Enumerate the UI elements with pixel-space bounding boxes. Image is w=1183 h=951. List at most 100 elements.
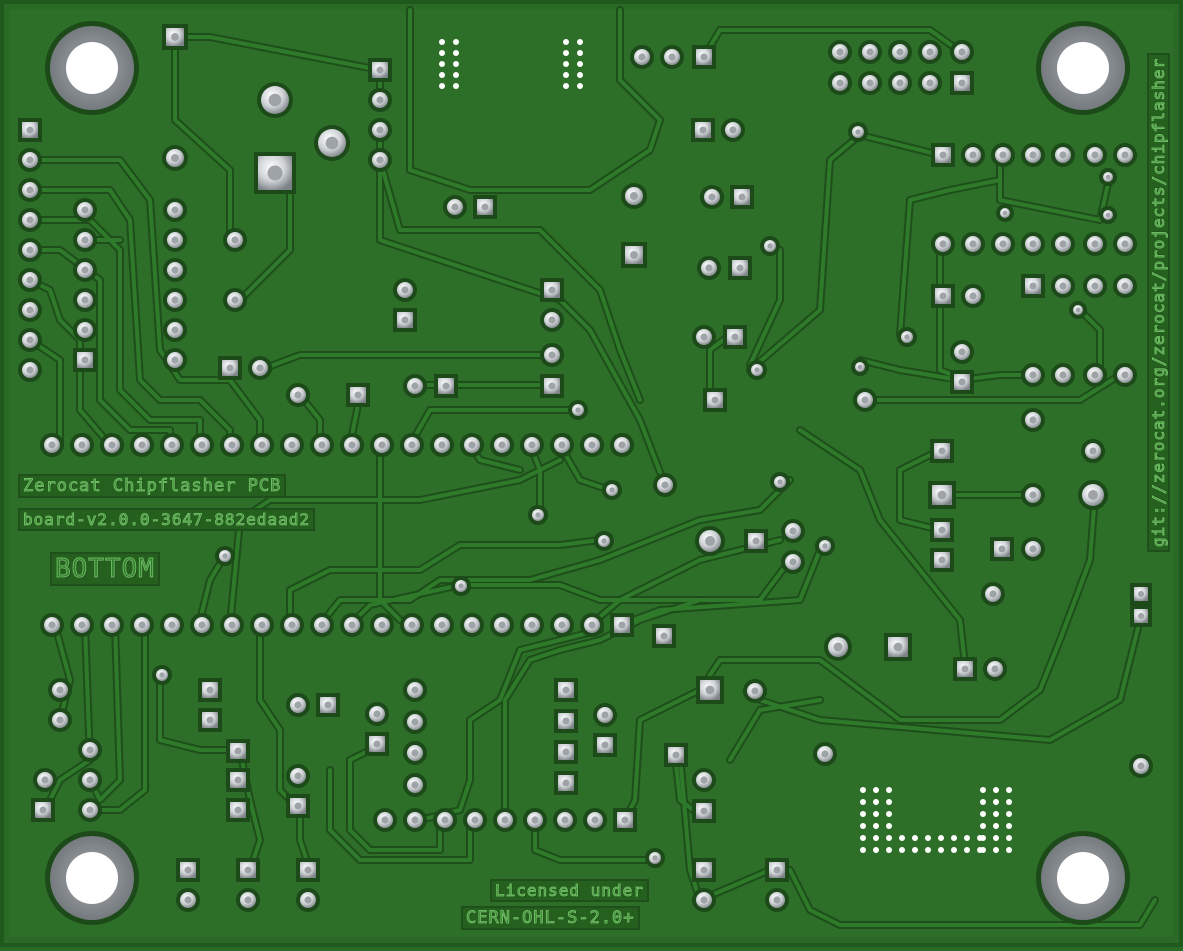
drill-hole	[348, 621, 356, 629]
drill-hole	[171, 33, 179, 41]
drill-hole	[601, 711, 609, 719]
trace	[173, 35, 232, 242]
trace	[698, 493, 1097, 722]
drill-hole	[56, 686, 64, 694]
drill-hole	[401, 316, 409, 324]
drill-hole	[754, 367, 760, 373]
drill-hole	[561, 816, 569, 824]
drill-hole	[1105, 174, 1111, 180]
via	[577, 39, 583, 45]
mount-hole	[1057, 42, 1109, 94]
drill-hole	[1059, 240, 1067, 248]
drill-hole	[926, 48, 934, 56]
drill-hole	[171, 236, 179, 244]
drill-hole	[159, 672, 165, 678]
drill-hole	[267, 165, 283, 181]
license-line1: Licensed under	[490, 879, 649, 902]
trace	[588, 538, 782, 627]
via	[563, 72, 569, 78]
drill-hole	[294, 802, 302, 810]
drill-hole	[618, 621, 626, 629]
drill-hole	[348, 441, 356, 449]
drill-hole	[668, 53, 676, 61]
via	[873, 847, 879, 853]
drill-hole	[1029, 282, 1037, 290]
drill-hole	[468, 441, 476, 449]
drill-hole	[861, 396, 869, 404]
trace	[408, 408, 582, 447]
drill-hole	[26, 246, 34, 254]
drill-hole	[548, 351, 556, 359]
via	[453, 83, 459, 89]
mounting-holes	[45, 21, 1130, 925]
drill-hole	[999, 240, 1007, 248]
drill-hole	[1059, 151, 1067, 159]
drill-hole	[1029, 545, 1037, 553]
drill-hole	[206, 686, 214, 694]
drill-hole	[401, 286, 409, 294]
drill-hole	[26, 156, 34, 164]
drill-hole	[438, 621, 446, 629]
drill-hole	[938, 526, 946, 534]
drill-hole	[294, 391, 302, 399]
drill-hole	[1091, 371, 1099, 379]
via	[860, 823, 866, 829]
drill-hole	[938, 447, 946, 455]
via	[453, 50, 459, 56]
drill-hole	[354, 391, 362, 399]
drill-hole	[41, 776, 49, 784]
drill-hole	[378, 621, 386, 629]
drill-hole	[562, 779, 570, 787]
drill-hole	[498, 441, 506, 449]
drill-hole	[731, 333, 739, 341]
drill-hole	[926, 79, 934, 87]
via	[563, 61, 569, 67]
drill-hole	[442, 382, 450, 390]
trace	[703, 28, 967, 57]
via	[912, 847, 918, 853]
drill-hole	[558, 441, 566, 449]
drill-hole	[198, 621, 206, 629]
trace	[43, 623, 92, 812]
drill-hole	[896, 79, 904, 87]
drill-hole	[256, 364, 264, 372]
trace	[898, 448, 942, 532]
trace	[858, 373, 1122, 402]
drill-hole	[1029, 151, 1037, 159]
drill-hole	[601, 538, 607, 544]
drill-hole	[904, 334, 910, 340]
drill-hole	[700, 896, 708, 904]
drill-hole	[629, 191, 639, 201]
via	[873, 787, 879, 793]
drill-hole	[588, 441, 596, 449]
drill-hole	[729, 126, 737, 134]
drill-hole	[618, 441, 626, 449]
via	[1006, 835, 1012, 841]
drill-hole	[705, 685, 715, 695]
board-side-label: BOTTOM	[50, 552, 160, 586]
drill-hole	[638, 53, 646, 61]
drill-hole	[1137, 762, 1145, 770]
drill-hole	[609, 487, 615, 493]
via	[439, 83, 445, 89]
drill-hole	[548, 382, 556, 390]
drill-hole	[318, 621, 326, 629]
via-arrays	[439, 39, 1012, 853]
drill-hole	[244, 896, 252, 904]
drill-hole	[451, 203, 459, 211]
drill-hole	[376, 126, 384, 134]
drill-hole	[373, 710, 381, 718]
via	[563, 39, 569, 45]
drill-hole	[773, 866, 781, 874]
trace	[408, 8, 662, 192]
drill-hole	[661, 481, 669, 489]
via	[873, 799, 879, 805]
drill-hole	[294, 772, 302, 780]
via	[993, 823, 999, 829]
via	[873, 811, 879, 817]
drill-hole	[700, 866, 708, 874]
via	[439, 61, 445, 67]
via	[860, 811, 866, 817]
drill-hole	[751, 687, 759, 695]
